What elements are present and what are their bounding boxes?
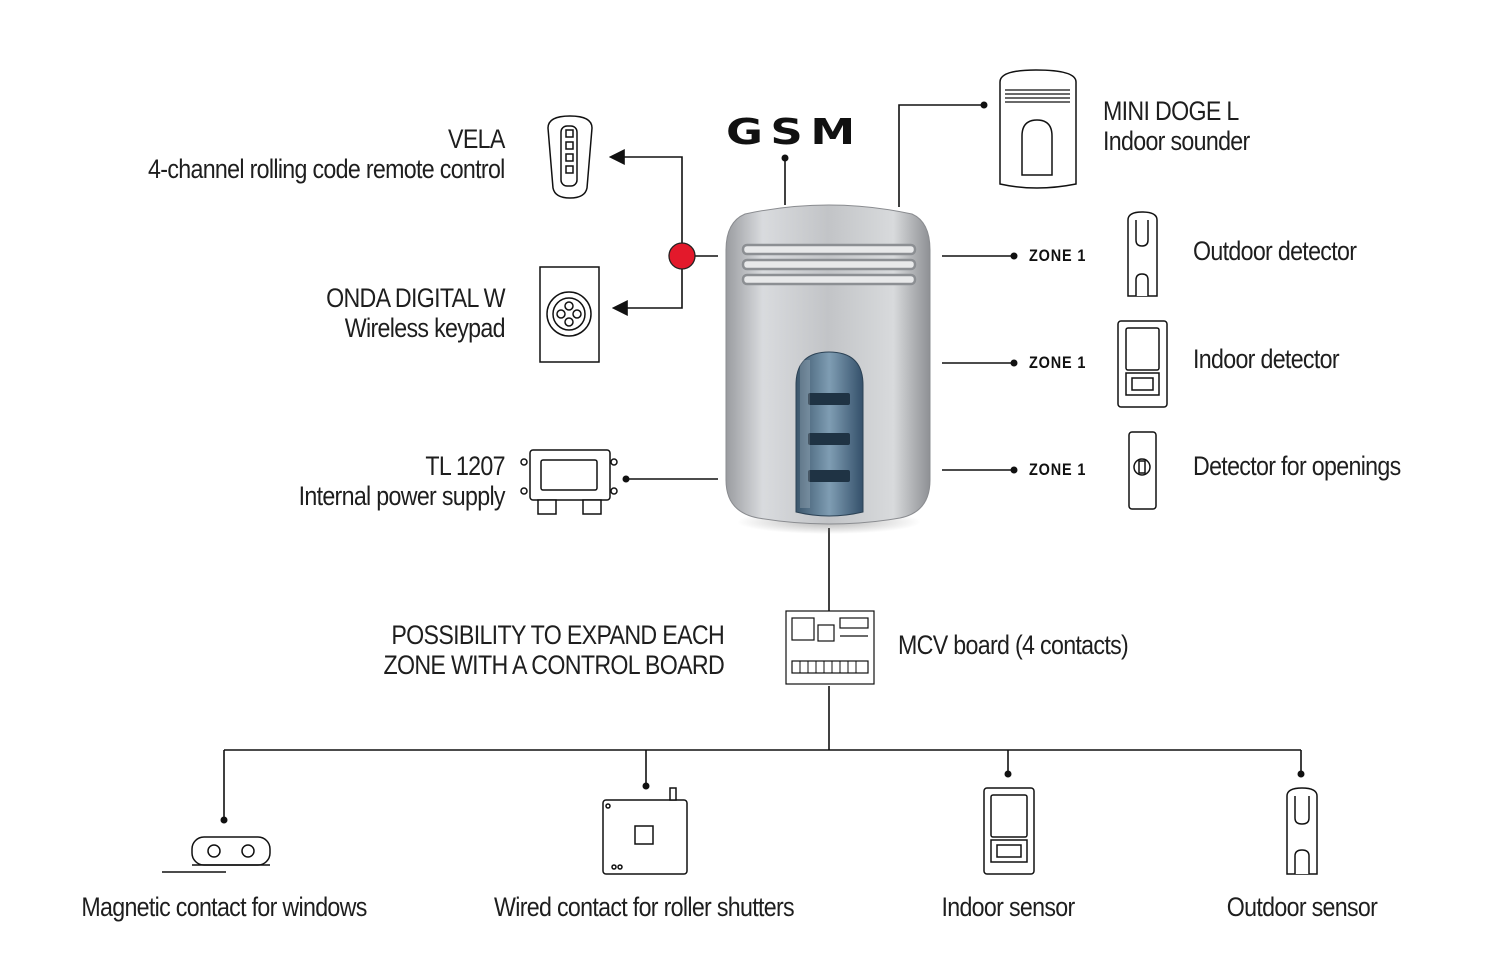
magnetic-contact-label: Magnetic contact for windows [81, 892, 367, 922]
zone-label-1: ZONE 1 [1029, 246, 1087, 265]
sounder-icon [999, 69, 1077, 189]
indoor-sensor-label: Indoor sensor [941, 892, 1075, 922]
outdoor-detector-icon [1127, 211, 1158, 297]
keypad-name: ONDA DIGITAL W [326, 283, 505, 313]
vela-name: VELA [448, 124, 505, 154]
line-to-sounder [898, 104, 984, 207]
power-supply-icon [520, 449, 618, 515]
zone-label-3: ZONE 1 [1029, 460, 1087, 479]
expansion-note: POSSIBILITY TO EXPAND EACH ZONE WITH A C… [383, 620, 724, 680]
indoor-sensor-icon [983, 787, 1035, 875]
zone-device-3: Detector for openings [1193, 451, 1401, 481]
mcv-board-icon [785, 610, 875, 685]
zone-label-2: ZONE 1 [1029, 353, 1087, 372]
magnetic-contact-icon [162, 836, 271, 873]
zone-device-2: Indoor detector [1193, 344, 1340, 374]
power-supply-desc: Internal power supply [298, 481, 506, 511]
sounder-label: MINI DOGE L Indoor sounder [1103, 96, 1250, 156]
vela-label: VELA 4-channel rolling code remote contr… [148, 124, 505, 184]
roller-shutter-contact-icon [602, 787, 688, 875]
power-supply-name: TL 1207 [425, 451, 505, 481]
keypad-desc: Wireless keypad [344, 313, 506, 343]
indoor-detector-icon [1117, 320, 1168, 408]
line-to-keypad [611, 269, 683, 316]
roller-shutter-label: Wired contact for roller shutters [494, 892, 795, 922]
outdoor-sensor-icon [1286, 787, 1318, 875]
sounder-name: MINI DOGE L [1103, 96, 1239, 126]
zone-device-1: Outdoor detector [1193, 236, 1357, 266]
connection-lines [223, 104, 1302, 820]
junction-red-dot [668, 242, 696, 270]
vela-desc: 4-channel rolling code remote control [148, 154, 505, 184]
hub-unit [725, 204, 931, 534]
expansion-note-line1: POSSIBILITY TO EXPAND EACH [391, 620, 724, 650]
line-to-vela [608, 149, 683, 243]
power-supply-label: TL 1207 Internal power supply [298, 451, 506, 511]
outdoor-sensor-label: Outdoor sensor [1226, 892, 1378, 922]
connection-dots [220, 101, 1305, 824]
expansion-note-line2: ZONE WITH A CONTROL BOARD [383, 650, 724, 680]
vela-remote-icon [547, 115, 593, 199]
onda-keypad-icon [539, 266, 600, 363]
opening-detector-icon [1128, 431, 1157, 510]
gsm-label: GSM [726, 112, 863, 153]
keypad-label: ONDA DIGITAL W Wireless keypad [326, 283, 505, 343]
sounder-desc: Indoor sounder [1103, 126, 1250, 156]
mcv-board-label: MCV board (4 contacts) [898, 630, 1129, 660]
